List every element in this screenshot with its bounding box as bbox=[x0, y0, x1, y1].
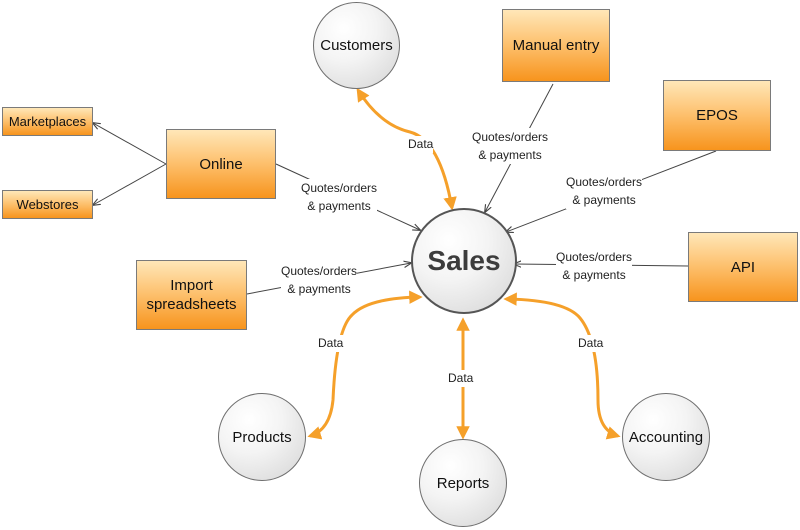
online-box: Online bbox=[166, 129, 276, 199]
marketplaces-box: Marketplaces bbox=[2, 107, 93, 136]
reports-label: Reports bbox=[436, 474, 490, 492]
api-box: API bbox=[688, 232, 798, 302]
accounting-node: Accounting bbox=[622, 393, 710, 481]
edge-label-data-accounting: Data bbox=[578, 335, 604, 352]
edge-label-data-products: Data bbox=[318, 335, 344, 352]
edge-label-quotes-manual: Quotes/orders & payments bbox=[472, 128, 549, 164]
products-node: Products bbox=[218, 393, 306, 481]
epos-box: EPOS bbox=[663, 80, 771, 151]
edge-label-quotes-epos: Quotes/orders & payments bbox=[566, 173, 643, 209]
flow-online-marketplaces bbox=[93, 123, 167, 165]
webstores-label: Webstores bbox=[16, 197, 79, 212]
webstores-box: Webstores bbox=[2, 190, 93, 219]
quotes-line-1: Quotes/orders bbox=[301, 181, 378, 195]
quotes-line-1: Quotes/orders bbox=[556, 250, 633, 264]
api-label: API bbox=[730, 258, 756, 276]
edge-label-quotes-online: Quotes/orders & payments bbox=[301, 179, 378, 215]
quotes-line-1: Quotes/orders bbox=[566, 175, 643, 189]
customers-label: Customers bbox=[320, 37, 393, 54]
import-spreadsheets-label: Import spreadsheets bbox=[146, 277, 237, 313]
accounting-label: Accounting bbox=[628, 428, 704, 446]
quotes-line-2: & payments bbox=[478, 148, 542, 162]
edge-label-data-reports: Data bbox=[448, 370, 474, 387]
edge-label-data-customers: Data bbox=[408, 136, 434, 153]
products-label: Products bbox=[232, 428, 292, 446]
marketplaces-label: Marketplaces bbox=[8, 114, 87, 129]
data-flow-products bbox=[307, 290, 423, 440]
quotes-line-2: & payments bbox=[287, 282, 351, 296]
sales-label: Sales bbox=[427, 245, 501, 276]
sales-hub: Sales bbox=[411, 208, 517, 314]
edge-label-quotes-import: Quotes/orders & payments bbox=[281, 262, 358, 298]
reports-node: Reports bbox=[419, 439, 507, 527]
quotes-line-2: & payments bbox=[307, 199, 371, 213]
quotes-line-1: Quotes/orders bbox=[281, 264, 358, 278]
quotes-line-2: & payments bbox=[572, 193, 636, 207]
quotes-line-1: Quotes/orders bbox=[472, 130, 549, 144]
edge-label-quotes-api: Quotes/orders & payments bbox=[556, 248, 633, 284]
data-flow-customers bbox=[356, 87, 457, 211]
customers-node: Customers bbox=[313, 2, 400, 89]
quotes-line-2: & payments bbox=[562, 268, 626, 282]
manual-entry-box: Manual entry bbox=[502, 9, 610, 82]
import-spreadsheets-box: Import spreadsheets bbox=[136, 260, 247, 330]
flow-online-webstores bbox=[93, 163, 167, 205]
manual-entry-label: Manual entry bbox=[512, 37, 600, 54]
data-flow-accounting bbox=[503, 292, 621, 440]
online-label: Online bbox=[199, 155, 243, 173]
epos-label: EPOS bbox=[696, 107, 738, 124]
